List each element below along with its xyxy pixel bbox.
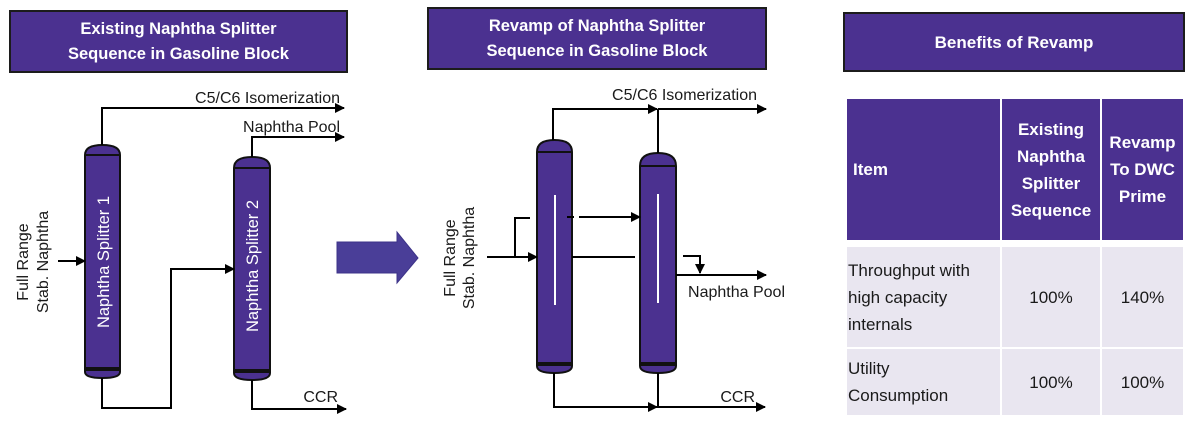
revamp-title-line-2: Sequence in Gasoline Block xyxy=(486,41,708,60)
benefits-title-text: Benefits of Revamp xyxy=(934,32,1094,52)
splitter-1-label: Naphtha Splitter 1 xyxy=(95,196,113,328)
revamp-column-1-bottoms-line xyxy=(553,373,658,412)
revamp-title-line-1: Revamp of Naphtha Splitter xyxy=(488,16,706,35)
benefits-title: Benefits of Revamp xyxy=(843,12,1185,72)
existing-bottom-product-label: CCR xyxy=(303,389,338,406)
existing-top-product-label: C5/C6 Isomerization xyxy=(195,90,340,107)
row-existing-value: 100% xyxy=(1000,347,1102,417)
revamp-side-draw-return-line xyxy=(683,255,705,274)
existing-panel-title: Existing Naphtha Splitter Sequence in Ga… xyxy=(9,10,348,73)
naphtha-splitter-1-column: Naphtha Splitter 1 xyxy=(84,143,121,380)
revamp-feed-label-line-2: Stab. Naphtha xyxy=(461,207,478,309)
row-revamp-value: 140% xyxy=(1100,245,1185,349)
splitter-2-bottom-head-band xyxy=(234,369,270,373)
existing-top-product-line xyxy=(101,103,345,145)
spacer-cell xyxy=(846,241,1184,246)
splitter-2-label: Naphtha Splitter 2 xyxy=(244,200,262,332)
revamp-bottom-product-line xyxy=(657,373,766,412)
revamp-feed-label-line-1: Full Range xyxy=(442,219,459,296)
splitter-1-bottom-head-band xyxy=(85,367,120,371)
revamp-column-1-bottom-head-band xyxy=(537,362,572,366)
revamp-feed-bypass-line xyxy=(514,217,530,257)
row-revamp-value: 100% xyxy=(1100,347,1185,417)
revamp-column-2 xyxy=(639,151,677,375)
existing-diagram: Naphtha Splitter 1 Naphtha Splitter 2 C5… xyxy=(15,90,347,414)
revamp-panel-title: Revamp of Naphtha Splitter Sequence in G… xyxy=(427,7,767,70)
existing-title-line-2: Sequence in Gasoline Block xyxy=(68,44,289,63)
row-item: Utility Consumption xyxy=(845,347,1002,417)
header-revamp: Revamp To DWC Prime xyxy=(1100,97,1185,242)
revamp-diagram: C5/C6 Isomerization Naphtha Pool CCR Ful… xyxy=(442,87,785,412)
existing-interconnect-line xyxy=(101,264,235,409)
existing-bottom-product-line xyxy=(251,380,347,414)
revamp-side-product-label: Naphtha Pool xyxy=(688,284,785,301)
table-row: Utility Consumption 100% 100% xyxy=(845,347,1185,417)
revamp-top-product-label: C5/C6 Isomerization xyxy=(612,87,757,104)
existing-title-line-1: Existing Naphtha Splitter xyxy=(80,19,277,38)
table-row: Throughput with high capacity internals … xyxy=(845,245,1185,349)
existing-feed-label-line-2: Stab. Naphtha xyxy=(35,211,52,313)
header-item: Item xyxy=(845,97,1002,242)
revamp-column-1 xyxy=(536,138,573,375)
revamp-column-2-bottom-head-band xyxy=(640,362,676,366)
benefits-table: Item Existing Naphtha Splitter Sequence … xyxy=(845,97,1185,417)
header-existing: Existing Naphtha Splitter Sequence xyxy=(1000,97,1102,242)
process-flow-diagrams: Naphtha Splitter 1 Naphtha Splitter 2 C5… xyxy=(15,87,785,414)
existing-feed-label-line-1: Full Range xyxy=(15,223,32,300)
right-arrow-icon xyxy=(336,230,419,285)
naphtha-splitter-2-column: Naphtha Splitter 2 xyxy=(233,155,271,382)
splitter-1-vessel xyxy=(84,143,121,380)
existing-side-product-label: Naphtha Pool xyxy=(243,119,340,136)
row-item: Throughput with high capacity internals xyxy=(845,245,1002,349)
row-existing-value: 100% xyxy=(1000,245,1102,349)
table-header-row: Item Existing Naphtha Splitter Sequence … xyxy=(845,97,1185,242)
revamp-bottom-product-label: CCR xyxy=(720,389,755,406)
existing-side-product-line xyxy=(251,132,345,157)
revamp-column-1-overhead-line xyxy=(552,104,658,140)
table-spacer xyxy=(846,241,1184,246)
